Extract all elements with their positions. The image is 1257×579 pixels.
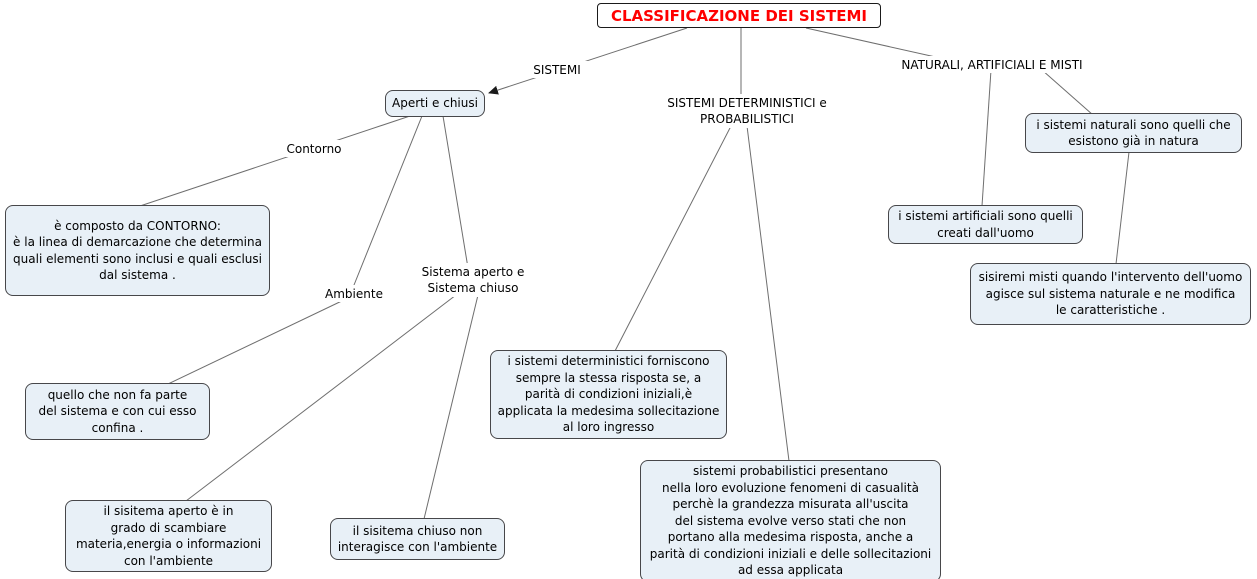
- edge-title-to-naturali-label: [805, 27, 941, 59]
- edge-aperti-to-ambiente-label: [351, 115, 423, 291]
- node-artificiali-definition[interactable]: i sistemi artificiali sono quelli creati…: [888, 205, 1083, 244]
- edge-sistema-ac-to-aperto-def: [185, 294, 457, 502]
- edge-title-to-aperti-chiusi: [488, 27, 688, 95]
- node-sistema-chiuso-definition[interactable]: il sisitema chiuso non interagisce con l…: [330, 518, 505, 560]
- node-naturali-definition[interactable]: i sistemi naturali sono quelli che esist…: [1025, 113, 1242, 153]
- link-label-sistemi[interactable]: SISTEMI: [522, 61, 592, 78]
- edge-naturali-label-to-naturali-def: [1041, 69, 1094, 116]
- node-ambiente-definition[interactable]: quello che non fa parte del sistema e co…: [25, 383, 210, 440]
- edge-naturali-def-to-misti-def: [1115, 151, 1130, 265]
- node-sistema-aperto-definition[interactable]: il sisitema aperto è in grado di scambia…: [65, 500, 272, 572]
- edge-ambiente-label-to-def: [167, 297, 349, 385]
- link-label-ambiente[interactable]: Ambiente: [320, 285, 388, 302]
- node-deterministici-definition[interactable]: i sistemi deterministici forniscono semp…: [490, 350, 727, 439]
- edge-naturali-label-to-artificiali-def: [981, 69, 992, 207]
- edge-det-prob-to-probabilistici-def: [746, 125, 790, 462]
- link-label-naturali-artificiali-misti[interactable]: NATURALI, ARTIFICIALI E MISTI: [886, 56, 1098, 73]
- link-label-contorno[interactable]: Contorno: [280, 140, 348, 157]
- edge-aperti-to-contorno-def: [139, 115, 411, 207]
- node-probabilistici-definition[interactable]: sistemi probabilistici presentano nella …: [640, 460, 941, 579]
- edge-sistema-ac-to-chiuso-def: [423, 294, 479, 520]
- edge-det-prob-to-deterministici-def: [614, 125, 732, 352]
- node-title[interactable]: CLASSIFICAZIONE DEI SISTEMI: [597, 3, 881, 28]
- link-label-sistema-aperto-chiuso[interactable]: Sistema aperto e Sistema chiuso: [415, 263, 531, 297]
- node-misti-definition[interactable]: sisiremi misti quando l'intervento dell'…: [970, 263, 1251, 325]
- link-label-deterministici-probabilistici[interactable]: SISTEMI DETERMINISTICI e PROBABILISTICI: [659, 94, 835, 128]
- node-contorno-definition[interactable]: è composto da CONTORNO: è la linea di de…: [5, 205, 270, 296]
- edge-aperti-to-sistema-ac-label: [442, 115, 469, 269]
- node-aperti-e-chiusi[interactable]: Aperti e chiusi: [385, 90, 485, 117]
